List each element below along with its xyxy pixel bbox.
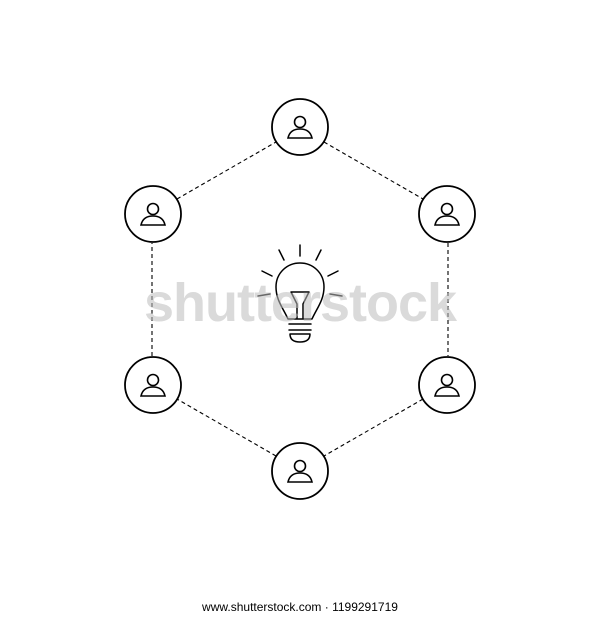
user-node-lower-right bbox=[418, 356, 476, 414]
connector-top-to-upper-right bbox=[323, 141, 424, 200]
user-icon bbox=[287, 115, 313, 139]
user-node-lower-left bbox=[124, 356, 182, 414]
user-node-upper-left bbox=[124, 185, 182, 243]
user-icon bbox=[140, 202, 166, 226]
connector-upper-left-to-top bbox=[176, 141, 277, 200]
user-node-bottom bbox=[271, 442, 329, 500]
connector-bottom-to-lower-left bbox=[176, 398, 277, 457]
lightbulb-icon bbox=[257, 244, 343, 343]
image-credit: www.shutterstock.com · 1199291719 bbox=[202, 600, 398, 614]
user-icon bbox=[287, 459, 313, 483]
user-icon bbox=[434, 373, 460, 397]
connector-lower-right-to-bottom bbox=[323, 398, 424, 457]
user-icon bbox=[140, 373, 166, 397]
user-icon bbox=[434, 202, 460, 226]
user-node-top bbox=[271, 98, 329, 156]
user-node-upper-right bbox=[418, 185, 476, 243]
footer-bar bbox=[0, 590, 600, 620]
